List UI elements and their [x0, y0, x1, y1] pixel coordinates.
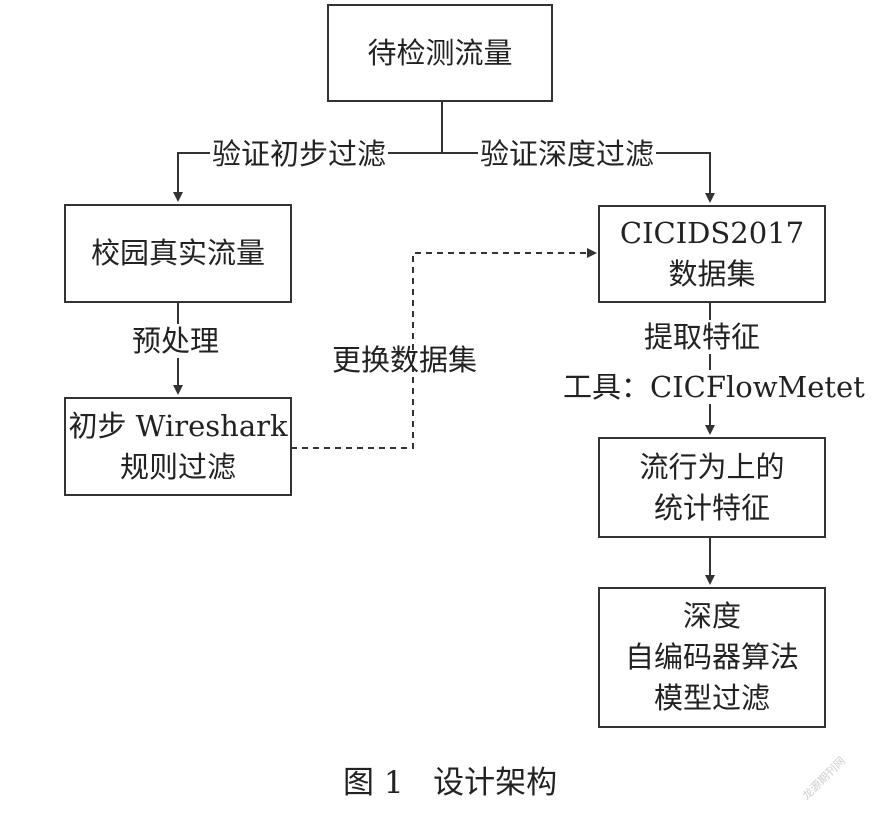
node-cicids-dataset: CICIDS2017 数据集 — [598, 205, 826, 303]
node-flow-stats-line2: 统计特征 — [653, 490, 770, 525]
node-autoencoder-filter-line2: 自编码器算法 — [624, 640, 799, 674]
figure-caption: 图 1 设计架构 — [343, 765, 558, 801]
node-input-traffic-label: 待检测流量 — [367, 35, 513, 70]
edge-label-preprocessing: 预处理 — [129, 324, 223, 358]
node-campus-traffic-label: 校园真实流量 — [90, 236, 265, 270]
node-wireshark-filter-line1: 初步 Wireshark — [68, 408, 288, 443]
edge-label-extraction-tool: 工具：CICFlowMetet — [560, 370, 868, 404]
edge-label-deep-validation: 验证深度过滤 — [478, 137, 657, 171]
node-campus-traffic: 校园真实流量 — [64, 204, 292, 303]
node-flow-stats: 流行为上的 统计特征 — [598, 437, 826, 538]
edge-label-feature-extraction: 提取特征 — [641, 320, 764, 354]
node-cicids-dataset-line2: 数据集 — [668, 257, 756, 291]
node-wireshark-filter-line2: 规则过滤 — [119, 449, 236, 484]
node-input-traffic: 待检测流量 — [327, 4, 553, 102]
node-flow-stats-line1: 流行为上的 — [639, 449, 785, 484]
node-autoencoder-filter-line1: 深度 — [682, 599, 741, 633]
node-wireshark-filter: 初步 Wireshark 规则过滤 — [64, 397, 292, 496]
node-cicids-dataset-line1: CICIDS2017 — [619, 216, 805, 250]
node-autoencoder-filter: 深度 自编码器算法 模型过滤 — [598, 587, 826, 728]
dashed-arrow-switch-dataset — [291, 248, 597, 449]
node-autoencoder-filter-line3: 模型过滤 — [653, 681, 770, 715]
edge-label-switch-dataset: 更换数据集 — [332, 343, 478, 377]
edge-label-initial-validation: 验证初步过滤 — [210, 137, 389, 171]
